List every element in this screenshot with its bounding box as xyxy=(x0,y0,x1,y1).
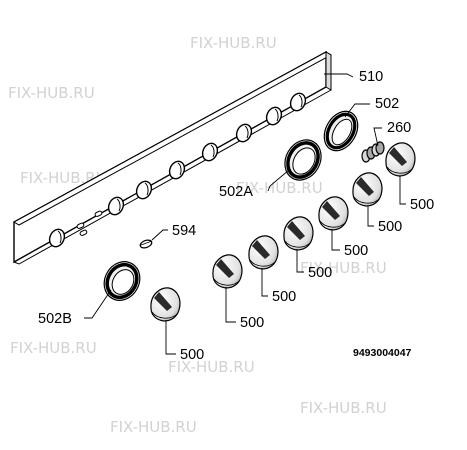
watermark-text: FIX-HUB.RU xyxy=(10,339,97,357)
callout-500: 500 xyxy=(272,289,296,305)
knob-part xyxy=(212,254,243,289)
watermark-text: FIX-HUB.RU xyxy=(300,259,387,277)
watermark-text: FIX-HUB.RU xyxy=(190,34,277,52)
knob-part xyxy=(318,196,349,231)
bezel-ring-502b xyxy=(103,261,141,301)
clip-part xyxy=(139,239,153,249)
watermark-text: FIX-HUB.RU xyxy=(300,399,387,417)
callout-500: 500 xyxy=(240,315,264,331)
leader-lines xyxy=(84,73,406,355)
watermark-layer: FIX-HUB.RU FIX-HUB.RU FIX-HUB.RU FIX-HUB… xyxy=(8,34,387,436)
callout-labels: 510 502 260 502A 594 502B 500 500 500 50… xyxy=(38,69,434,363)
bezel-ring-502a xyxy=(284,139,322,181)
spring-part xyxy=(361,141,385,163)
callout-500: 500 xyxy=(378,219,402,235)
callout-502b: 502B xyxy=(38,311,72,327)
callout-500: 500 xyxy=(410,197,434,213)
knob-part xyxy=(352,172,383,207)
watermark-text: FIX-HUB.RU xyxy=(8,84,95,102)
watermark-text: FIX-HUB.RU xyxy=(168,358,255,376)
callout-502: 502 xyxy=(375,96,399,112)
watermark-text: FIX-HUB.RU xyxy=(236,179,323,197)
callout-500: 500 xyxy=(344,243,368,259)
callout-260: 260 xyxy=(387,120,411,136)
callout-502a: 502A xyxy=(219,184,253,200)
document-number: 9493004047 xyxy=(353,347,412,359)
callout-594: 594 xyxy=(172,223,196,239)
bezel-ring-502 xyxy=(323,110,359,152)
callout-500: 500 xyxy=(308,265,332,281)
knob-part xyxy=(248,235,279,270)
knob-part xyxy=(283,216,314,251)
knob-part xyxy=(150,287,181,322)
control-panel xyxy=(12,50,333,265)
callout-510: 510 xyxy=(359,69,383,85)
callout-500: 500 xyxy=(180,347,204,363)
knob-part xyxy=(385,142,416,177)
watermark-text: FIX-HUB.RU xyxy=(110,418,197,436)
